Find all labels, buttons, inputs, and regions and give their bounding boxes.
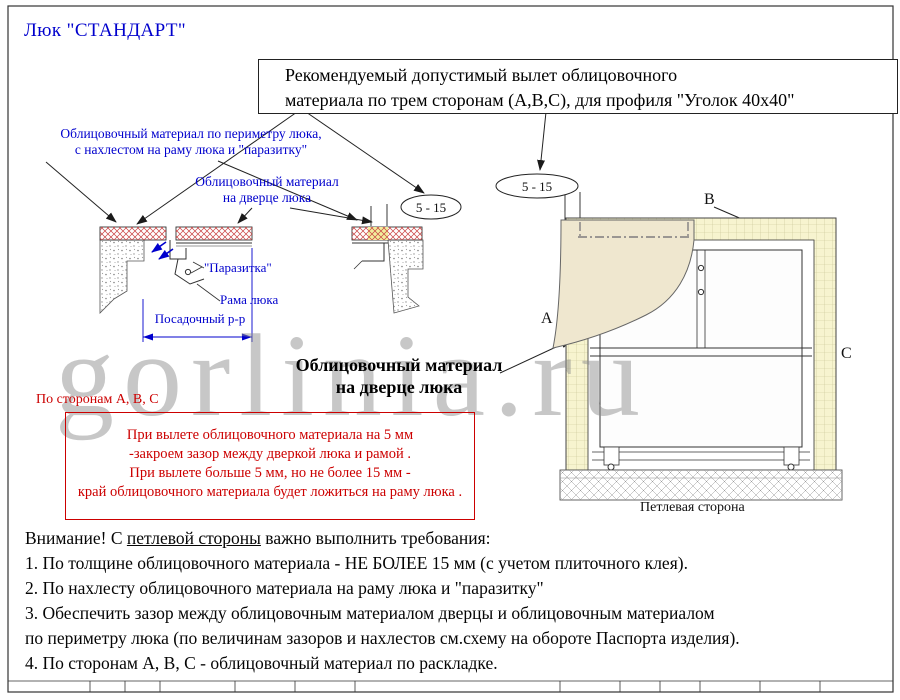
red-note-title: По сторонам А, В, С [36,392,159,407]
seat-dimension-label: Посадочный р-р [154,311,246,326]
notes-item2: 2. По нахлесту облицовочного материала н… [25,578,544,598]
door-small-line1: Облицовочный материал [195,174,339,189]
hidden-edge-line [578,222,690,238]
side-label-a: А [541,310,553,327]
notes-intro: Внимание! С петлевой стороны важно выпол… [25,526,887,551]
hatch-front-view [552,217,843,501]
parasitka-bracket [174,258,205,285]
side-label-b: В [704,191,715,208]
overlap-arrow [151,241,167,253]
notes-item4: 4. По сторонам А, В, С - облицовочный ма… [25,653,498,673]
dimension-value-right: 5 - 15 [522,179,552,194]
notes-item3-line1: 3. Обеспечить зазор между облицовочным м… [25,603,715,623]
hinge [787,463,795,471]
hinge-side-label: Петлевая сторона [640,500,745,515]
red-note-line4: край облицовочного материала будет ложит… [77,484,463,500]
notes-item1: 1. По толщине облицовочного материала - … [25,553,688,573]
wall-hatch [100,240,144,313]
frame-label: Рама люка [220,292,279,307]
notes-item3-line2: по периметру люка (по величинам зазоров … [25,628,740,648]
door-material-callout-big: Облицовочный материал на дверце люка [293,354,505,398]
notes-intro-suffix: важно выполнить требования: [260,528,491,548]
page-border [7,5,894,693]
foundation-hatch [560,470,842,500]
requirements-notes: Внимание! С петлевой стороны важно выпол… [25,526,887,676]
parasitka-label: "Паразитка" [204,260,272,275]
title-block-strip [8,680,893,692]
notes-intro-underlined: петлевой стороны [126,528,261,548]
recommendation-line1: Рекомендуемый допустимый вылет облицовоч… [285,65,678,85]
red-note-line1: При вылете облицовочного материала на 5 … [126,427,414,443]
middle-cross-section [351,226,424,314]
dimension-ellipse-left [400,194,462,220]
notes-intro-prefix: Внимание! С [25,528,127,548]
door-material-callout-small: Облицовочный материал на дверце люка [183,174,351,206]
dimension-balloons: 5 - 15 5 - 15 [370,173,581,228]
recommendation-line2: материала по трем сторонам (А,В,С), для … [285,90,795,110]
hinge [607,463,615,471]
hatch-door [599,249,803,448]
door-facing-material [552,219,695,349]
recommendation-box: Рекомендуемый допустимый вылет облицовоч… [258,59,898,114]
left-cross-section [99,226,253,342]
red-note-line2: -закроем зазор между дверкой люка и рамо… [129,446,411,462]
red-note-line3: При вылете больше 5 мм, но не более 15 м… [129,465,411,481]
side-label-c: С [841,345,852,362]
perimeter-callout-line1: Облицовочный материал по периметру люка, [60,126,322,141]
seat-dimension-lines [142,248,253,342]
door-facing-strip [176,227,252,240]
door-big-line1: Облицовочный материал [295,355,503,375]
perimeter-facing-strip [100,227,166,240]
page-title: Люк "СТАНДАРТ" [24,20,187,41]
dimension-value-left: 5 - 15 [416,200,446,215]
dimension-ellipse-right [495,173,579,199]
perimeter-callout-line2: с нахлестом на раму люка и "паразитку" [74,142,308,157]
red-note-box: При вылете облицовочного материала на 5 … [65,412,475,520]
door-small-line2: на дверце люка [222,190,312,205]
overlap-arrow [158,248,174,260]
door-big-line2: на дверце люка [335,377,463,397]
perimeter-material-callout: Облицовочный материал по периметру люка,… [30,126,352,158]
